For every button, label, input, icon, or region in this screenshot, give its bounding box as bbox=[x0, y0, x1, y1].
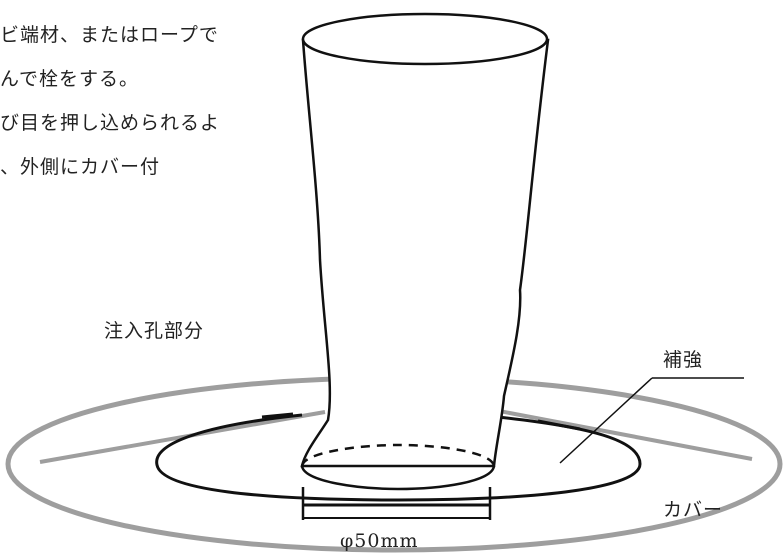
note-line-3: び目を押し込められるよ bbox=[0, 112, 221, 134]
base-ellipse-back-left bbox=[261, 412, 294, 419]
note-line-1: ビ端材、またはロープで bbox=[0, 24, 219, 46]
cover-chord-right bbox=[493, 408, 753, 461]
reinforcement-label: 補強 bbox=[663, 349, 704, 371]
tube-top-opening bbox=[301, 12, 549, 66]
diameter-label: φ50mm bbox=[340, 530, 419, 552]
reinforcement-leader bbox=[559, 377, 653, 464]
cover-label: カバー bbox=[663, 499, 724, 521]
sleeve-tube bbox=[300, 38, 550, 468]
tube-bottom-back bbox=[300, 443, 496, 467]
cover-chord-left bbox=[39, 410, 326, 464]
note-line-4: 、外側にカバー付 bbox=[0, 156, 161, 178]
base-ellipse-back-right bbox=[537, 419, 581, 431]
note-line-2: んで栓をする。 bbox=[0, 68, 140, 90]
base-ellipse-front bbox=[155, 413, 642, 502]
tube-bottom-front bbox=[300, 465, 496, 491]
injection-port-label: 注入孔部分 bbox=[104, 320, 205, 342]
